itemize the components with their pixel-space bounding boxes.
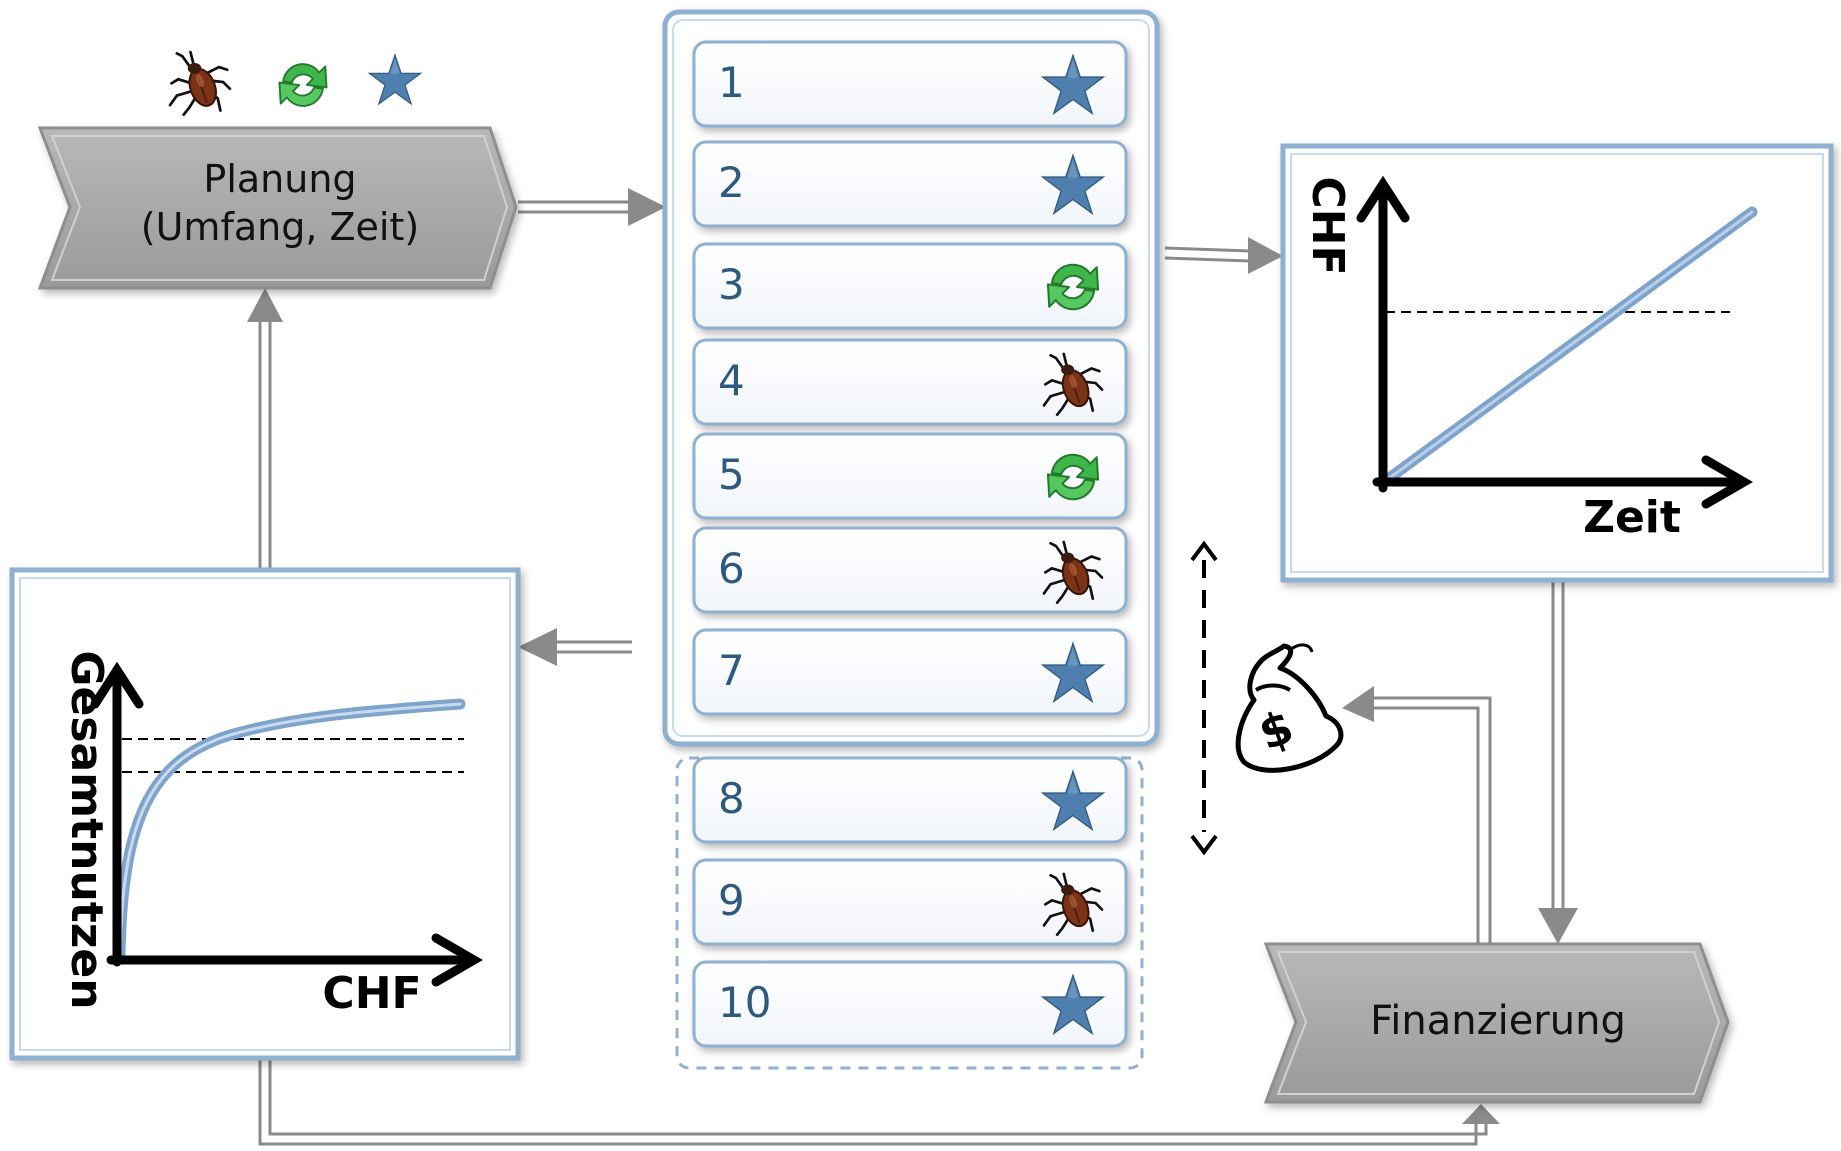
- backlog-item-number: 6: [718, 544, 745, 593]
- planning-icons: [168, 50, 422, 117]
- arrow-benefit-chart-to-planning: [247, 288, 283, 568]
- backlog-item: 8: [692, 756, 1128, 844]
- planning-step: Planung (Umfang, Zeit): [37, 126, 518, 290]
- backlog-item: 7: [692, 628, 1128, 716]
- backlog-item-card: [692, 628, 1128, 716]
- cost-chart-ylabel: CHF: [1302, 176, 1353, 275]
- money-bag-icon: $: [1235, 643, 1344, 773]
- backlog-item-card: [692, 526, 1128, 614]
- backlog-item-number: 4: [718, 356, 745, 405]
- backlog-item-card: [692, 756, 1128, 844]
- backlog-item-list: 1 2 3 4 5 6 7 8 9 10: [692, 40, 1128, 1048]
- star-icon: [368, 54, 422, 105]
- backlog-item: 5: [692, 432, 1128, 520]
- backlog-item-number: 7: [718, 646, 745, 695]
- backlog-item-number: 3: [718, 260, 745, 309]
- backlog-panel: 1 2 3 4 5 6 7 8 9 10: [662, 9, 1160, 1070]
- backlog-item-number: 1: [718, 58, 745, 107]
- backlog-item-number: 9: [718, 876, 745, 925]
- backlog-item-number: 10: [718, 978, 771, 1027]
- arrow-financing-to-money-bag: [1342, 686, 1492, 944]
- planning-label-line2: (Umfang, Zeit): [141, 205, 419, 249]
- cost-chart-axes: [1356, 175, 1753, 509]
- financing-step: Finanzierung: [1263, 942, 1730, 1104]
- backlog-item: 2: [692, 140, 1128, 228]
- backlog-item: 9: [692, 858, 1128, 946]
- backlog-item-card: [692, 858, 1128, 946]
- backlog-item-card: [692, 338, 1128, 426]
- planning-label-line1: Planung: [203, 157, 356, 201]
- beetle-icon: [168, 50, 232, 117]
- backlog-item-card: [692, 432, 1128, 520]
- backlog-item: 1: [692, 40, 1128, 128]
- backlog-item: 6: [692, 526, 1128, 614]
- backlog-item-card: [692, 40, 1128, 128]
- backlog-item-card: [692, 140, 1128, 228]
- backlog-item-number: 8: [718, 774, 745, 823]
- backlog-item-number: 5: [718, 450, 745, 499]
- arrow-planning-to-backlog: [518, 188, 666, 226]
- connector-arrows: [247, 188, 1578, 1146]
- backlog-item-number: 2: [718, 158, 745, 207]
- benefit-chart-ylabel: Gesamtnutzen: [61, 650, 112, 1009]
- financing-label: Finanzierung: [1370, 998, 1626, 1044]
- benefit-chart-axes: [90, 661, 483, 987]
- arrow-cost-chart-to-financing: [1538, 578, 1578, 944]
- backlog-item-card: [692, 242, 1128, 330]
- benefit-chart-xlabel: CHF: [322, 968, 421, 1019]
- scope-range-arrow: [1190, 540, 1218, 856]
- arrow-benefit-chart-to-financing: [258, 1058, 1500, 1146]
- backlog-item-card: [692, 960, 1128, 1048]
- backlog-item: 10: [692, 960, 1128, 1048]
- cost-chart-panel: CHF Zeit: [1280, 143, 1834, 583]
- cost-chart-xlabel: Zeit: [1583, 492, 1681, 543]
- arrow-backlog-to-benefit-chart: [518, 628, 632, 666]
- backlog-item: 3: [692, 242, 1128, 330]
- arrow-backlog-to-cost-chart: [1164, 237, 1283, 274]
- backlog-item: 4: [692, 338, 1128, 426]
- benefit-chart-panel: Gesamtnutzen CHF: [9, 567, 521, 1061]
- refresh-icon: [278, 63, 328, 107]
